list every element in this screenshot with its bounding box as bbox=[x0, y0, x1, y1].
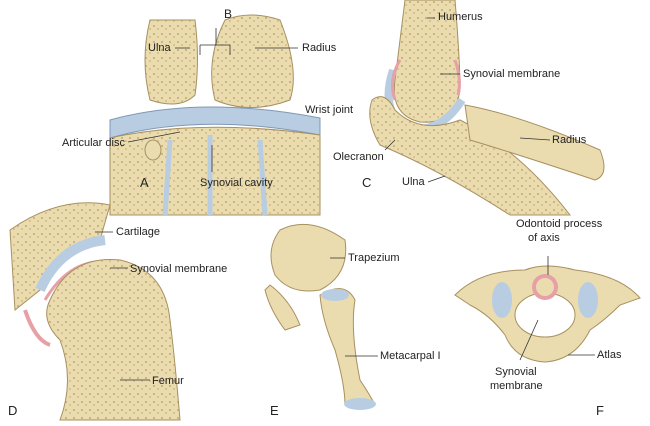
label-trapezium: Trapezium bbox=[348, 252, 400, 264]
panel-letter-a: A bbox=[140, 175, 149, 190]
label-cartilage: Cartilage bbox=[116, 226, 161, 238]
label-humerus: Humerus bbox=[438, 11, 483, 23]
label-femur: Femur bbox=[152, 375, 184, 387]
label-synovial-membrane-c: Synovial membrane bbox=[463, 68, 561, 80]
elbow-joint-illustration bbox=[369, 0, 605, 216]
leader-lines bbox=[95, 17, 595, 381]
label-metacarpal: Metacarpal I bbox=[380, 350, 441, 362]
label-synovial-membrane-d: Synovial membrane bbox=[130, 263, 228, 275]
label-ulna-a: Ulna bbox=[148, 42, 171, 54]
label-olecranon: Olecranon bbox=[333, 151, 384, 163]
panel-letter-d: D bbox=[8, 403, 18, 418]
label-synovial-cavity: Synovial cavity bbox=[200, 177, 273, 189]
panel-letter-e: E bbox=[270, 403, 279, 418]
label-radius-a: Radius bbox=[302, 42, 337, 54]
panel-letter-c: C bbox=[362, 175, 372, 190]
label-articular-disc: Articular disc bbox=[62, 137, 125, 149]
panel-letter-f: F bbox=[596, 403, 604, 418]
label-odontoid-line1: Odontoid process bbox=[516, 218, 603, 230]
label-b: B bbox=[224, 7, 233, 21]
label-atlas: Atlas bbox=[597, 349, 622, 361]
atlas-joint-illustration bbox=[454, 265, 641, 363]
wrist-joint-illustration bbox=[109, 14, 321, 216]
label-odontoid-line2: of axis bbox=[528, 232, 560, 244]
thumb-joint-illustration bbox=[264, 223, 376, 410]
label-synovial-f-line1: Synovial bbox=[495, 366, 537, 378]
label-radius-c: Radius bbox=[552, 134, 587, 146]
label-wrist-joint: Wrist joint bbox=[305, 104, 354, 116]
label-synovial-f-line2: membrane bbox=[490, 380, 543, 392]
label-ulna-c: Ulna bbox=[402, 176, 425, 188]
